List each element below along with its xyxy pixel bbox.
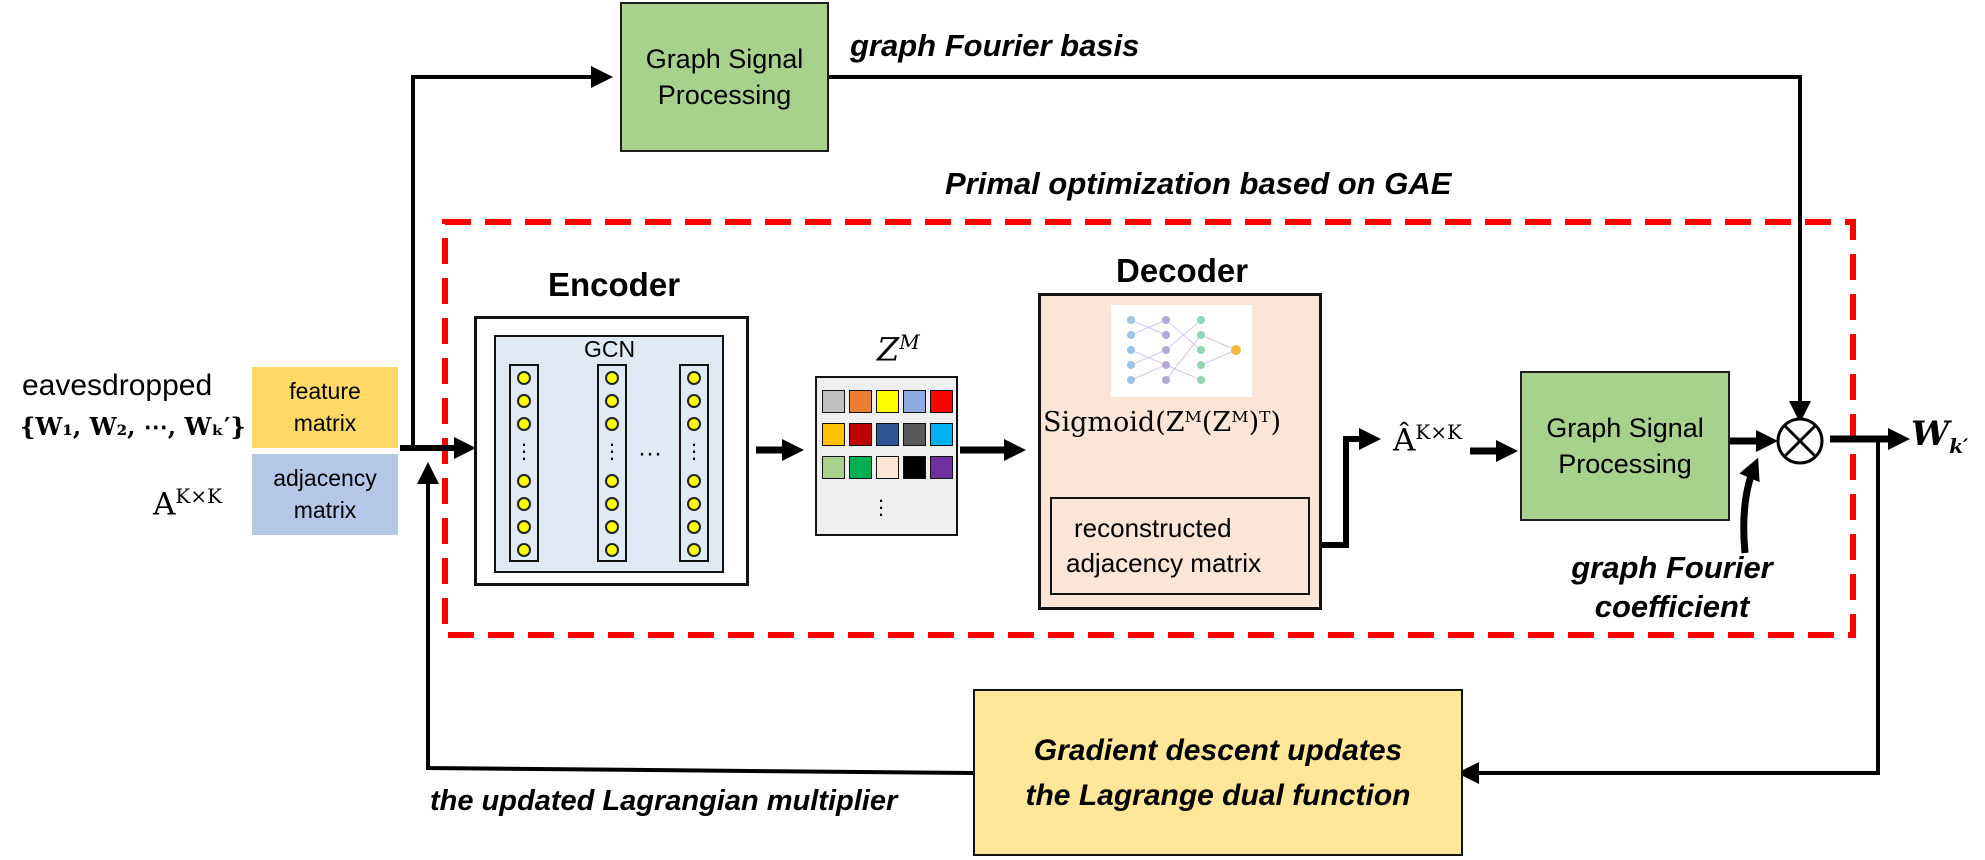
gcn-node (605, 520, 619, 534)
latent-cell (822, 390, 845, 413)
gcn-node (517, 371, 531, 385)
output-w-base: W (1911, 414, 1950, 454)
feature-matrix-box: feature matrix (252, 367, 398, 448)
gcn-node (517, 394, 531, 408)
feature-line2: matrix (293, 409, 357, 436)
gcn-vdots: ··· (608, 431, 616, 470)
reconstructed-adjacency-box: reconstructed adjacency matrix (1050, 497, 1310, 595)
a-hat-label: ÂK×K (1393, 420, 1462, 458)
latent-cell (876, 456, 899, 479)
inner-gsp-line1: Graph Signal (1546, 412, 1704, 443)
latent-sup: M (899, 330, 920, 354)
primal-region-border (442, 219, 1856, 638)
latent-cell (876, 423, 899, 446)
arrow-output-to-gradient (1457, 439, 1880, 784)
gcn-vdots: ··· (520, 431, 528, 470)
eavesdropped-label: eavesdropped (22, 369, 213, 402)
gcn-node (605, 474, 619, 488)
latent-cell (930, 423, 953, 446)
multiply-icon (1776, 417, 1824, 465)
latent-cell (903, 390, 926, 413)
graph-fourier-coefficient-label: graph Fourier coefficient (1552, 545, 1792, 630)
gcn-node (605, 394, 619, 408)
latent-z-label: ZM (877, 330, 920, 369)
latent-cell (849, 390, 872, 413)
neural-network-svg (1127, 316, 1241, 384)
eavesdropped-set: {W₁, W₂, ⋯, Wₖ′} (20, 412, 246, 441)
latent-cell (822, 423, 845, 446)
latent-cell (849, 423, 872, 446)
encoder-title: Encoder (548, 266, 681, 303)
decoder-formula: Sigmoid(Zᴹ(Zᴹ)ᵀ) (1043, 407, 1282, 438)
latent-cell (903, 423, 926, 446)
gcn-node (517, 417, 531, 431)
recon-line2: adjacency matrix (1066, 548, 1262, 578)
gcn-node (605, 417, 619, 431)
top-gsp-line2: Processing (657, 80, 792, 110)
gradient-line1: Gradient descent updates (1033, 733, 1403, 767)
arrow-recon-to-ahat (1310, 428, 1381, 548)
gcn-node (517, 543, 531, 557)
gcn-node (605, 497, 619, 511)
latent-cell (903, 456, 926, 479)
graph-fourier-basis-label: graph Fourier basis (850, 28, 1140, 63)
gcn-ellipsis: ··· (638, 440, 662, 467)
latent-cell (822, 456, 845, 479)
a-hat-base: Â (1393, 422, 1416, 459)
gcn-node (605, 543, 619, 557)
neural-network-icon (1111, 305, 1252, 397)
gcn-node (687, 520, 701, 534)
coef-line1: graph Fourier (1571, 549, 1773, 585)
gcn-node (687, 543, 701, 557)
inner-gsp-line2: Processing (1558, 449, 1692, 479)
gradient-descent-box: Gradient descent updates the Lagrange du… (973, 689, 1463, 856)
output-w-label: Wk′ (1911, 414, 1968, 458)
adjacency-line1: adjacency (273, 465, 377, 492)
recon-line1: reconstructed (1074, 512, 1232, 543)
latent-cell (930, 390, 953, 413)
gcn-node (687, 474, 701, 488)
gcn-node (517, 497, 531, 511)
latent-cell (930, 456, 953, 479)
gcn-node (687, 394, 701, 408)
gcn-label: GCN (584, 336, 636, 362)
top-gsp-line1: Graph Signal (645, 43, 804, 74)
inner-gsp-box: Graph Signal Processing (1520, 371, 1730, 521)
arrow-top-gsp-to-multiply (828, 75, 1811, 423)
coef-line2: coefficient (1594, 588, 1750, 624)
arrow-coefficient-curve (1739, 457, 1760, 554)
gradient-line2: the Lagrange dual function (1025, 778, 1411, 812)
a-hat-sup: K×K (1415, 420, 1463, 444)
adjacency-line2: matrix (293, 496, 357, 523)
top-gsp-box: Graph Signal Processing (620, 2, 829, 152)
latent-cell (876, 390, 899, 413)
primal-optimization-label: Primal optimization based on GAE (945, 166, 1452, 201)
gcn-node (687, 417, 701, 431)
output-w-sub: k′ (1949, 433, 1969, 458)
adjacency-matrix-box: adjacency matrix (252, 454, 398, 535)
lagrangian-multiplier-label: the updated Lagrangian multiplier (430, 785, 898, 817)
latent-cell (849, 456, 872, 479)
arrow-gradient-to-input (417, 462, 974, 775)
decoder-title: Decoder (1116, 252, 1249, 289)
latent-vdots: ··· (877, 487, 885, 526)
a-label-base: A (153, 486, 176, 523)
a-label-sup: K×K (175, 484, 223, 508)
arrow-input-to-top-gsp (411, 66, 613, 448)
gcn-node (605, 371, 619, 385)
gcn-node (517, 520, 531, 534)
gcn-node (687, 371, 701, 385)
gcn-node (687, 497, 701, 511)
gcn-vdots: ··· (690, 431, 698, 470)
latent-base: Z (877, 330, 900, 369)
a-matrix-label: AK×K (153, 484, 222, 522)
gcn-node (517, 474, 531, 488)
feature-line1: feature (289, 378, 361, 405)
